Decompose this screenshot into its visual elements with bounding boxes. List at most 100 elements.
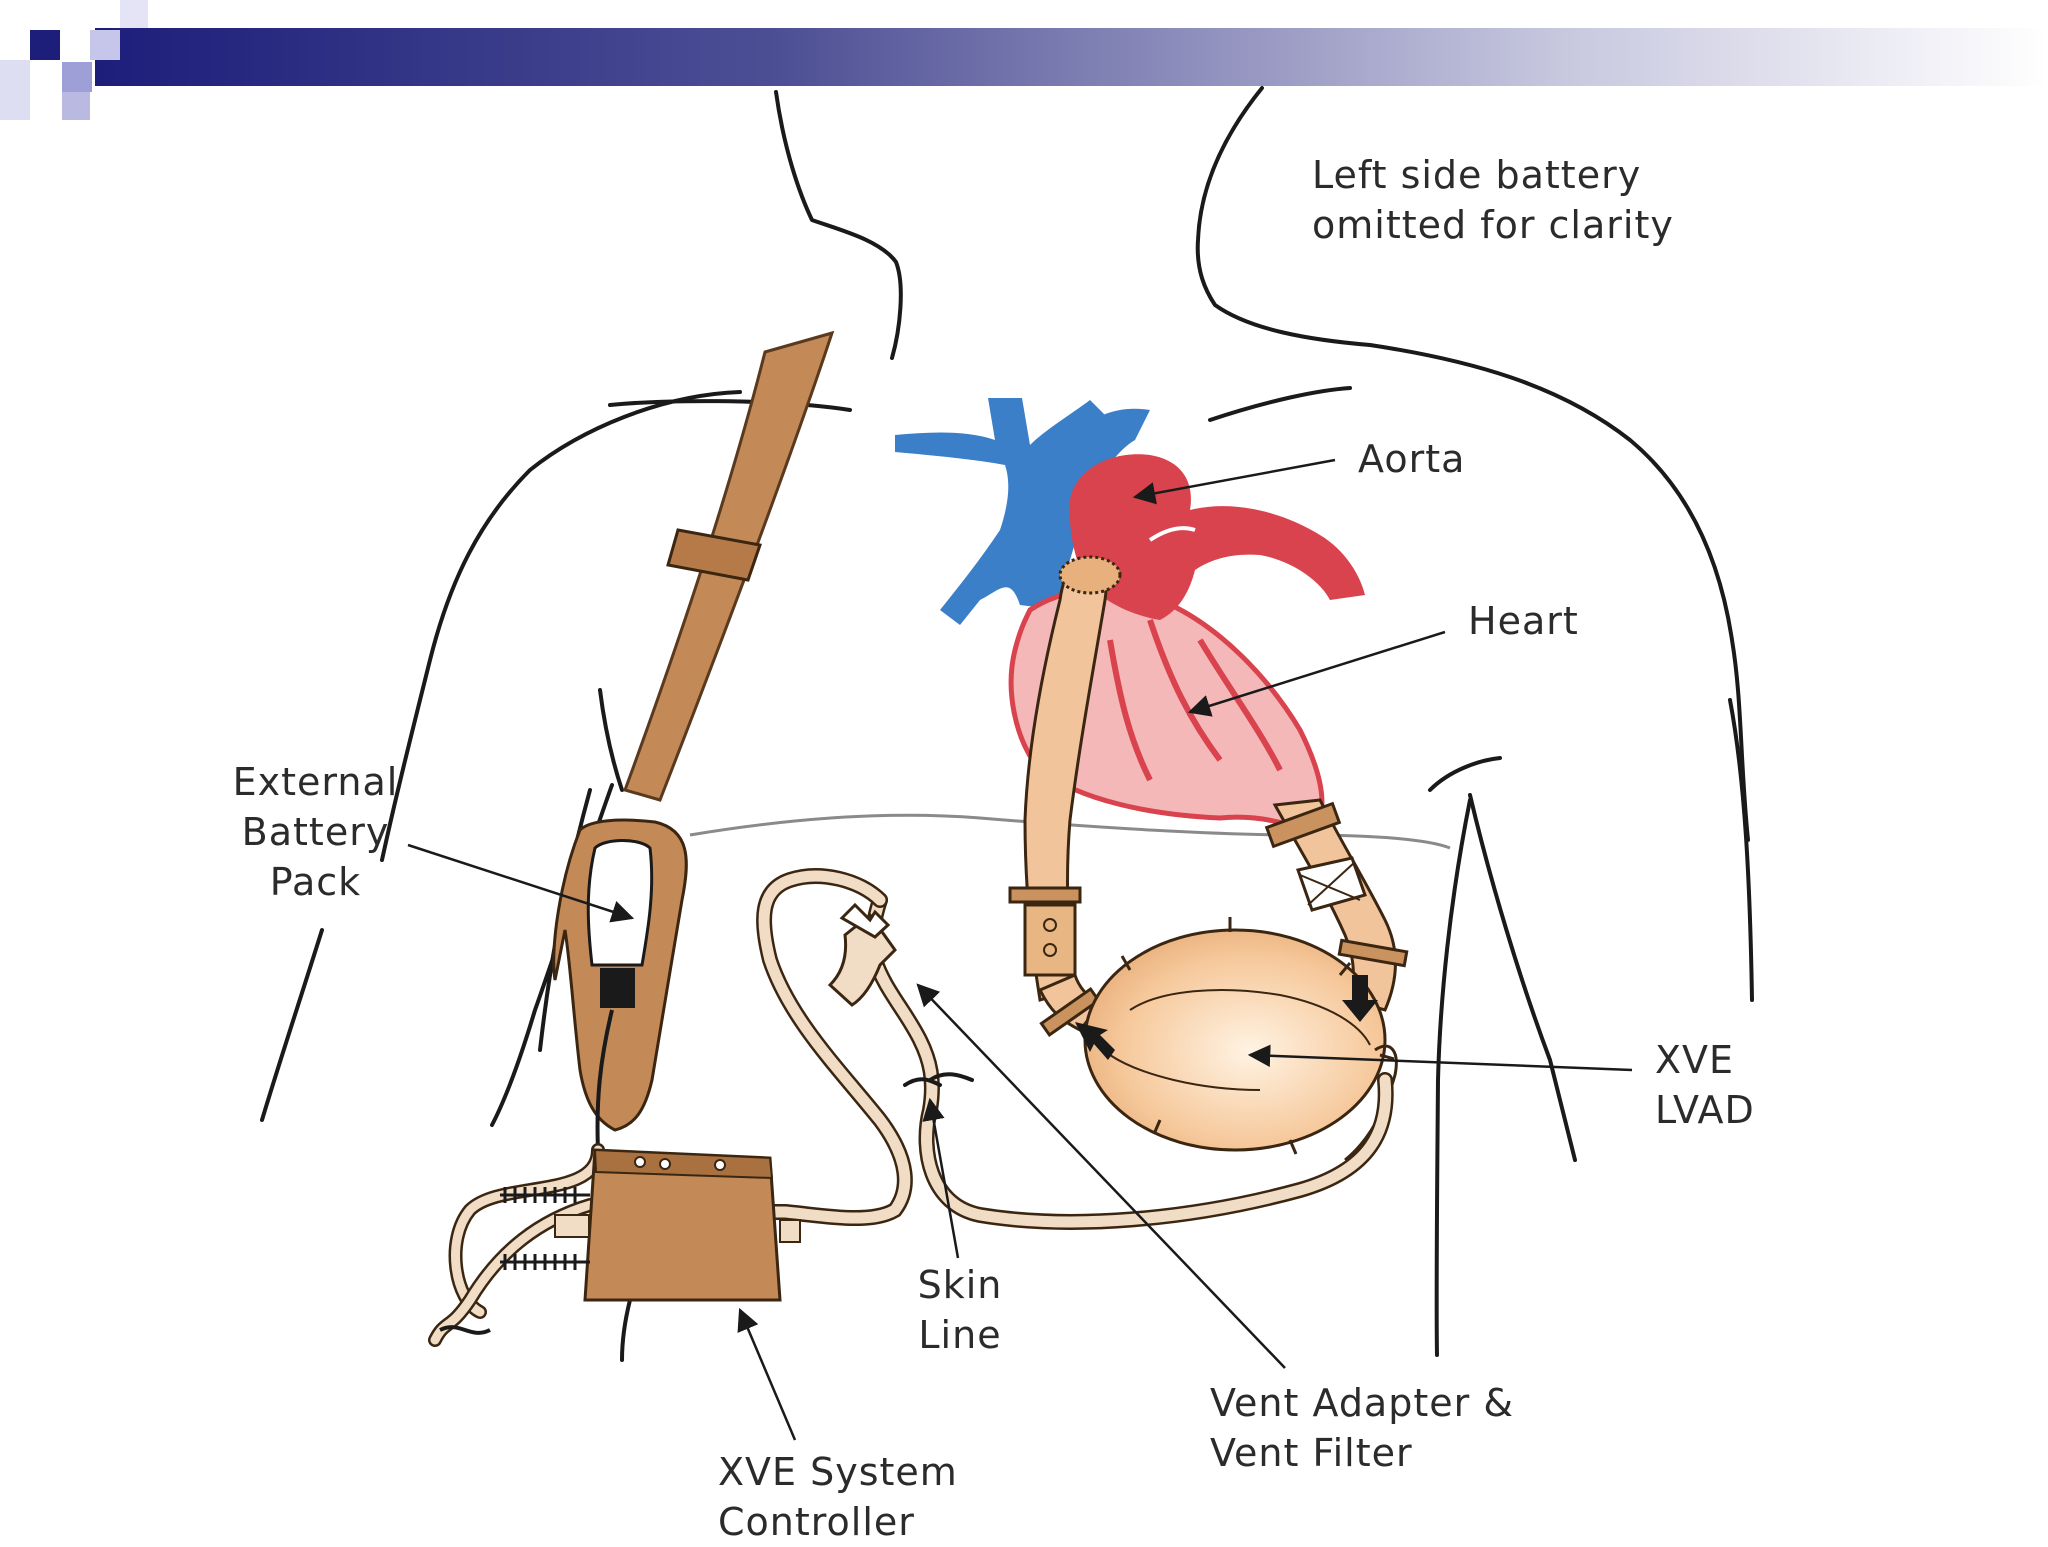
driveline-inner: [867, 894, 1392, 1228]
driveline: [428, 868, 1394, 1347]
inflow-valve-cross: [1299, 861, 1361, 906]
battery-label-line2: Battery: [241, 810, 390, 854]
aorta-arch: [1069, 454, 1365, 620]
clarity-note: Left side battery omitted for clarity: [1312, 150, 1674, 250]
vent-leader: [916, 983, 1286, 1369]
heart-leader: [1187, 630, 1446, 717]
graft-valve-housing: [1023, 903, 1077, 977]
header-square-light: [120, 0, 148, 28]
vent-adapter-body: [827, 912, 897, 1007]
controller-top: [593, 1148, 774, 1180]
skin-line-inner: [758, 870, 911, 1224]
aorta-branch: [1148, 526, 1196, 542]
graft-pump-band: [1039, 986, 1101, 1038]
pump-housing: [1083, 928, 1387, 1152]
battery-leader: [407, 843, 635, 923]
vent-label-line2: Vent Filter: [1210, 1431, 1413, 1475]
left-clavicle: [608, 399, 852, 412]
leader-lines: [407, 458, 1633, 1441]
pump-tabs: [1120, 917, 1395, 1155]
skin-line-label-line1: Skin: [917, 1263, 1003, 1307]
pump-inner-rim: [1129, 989, 1371, 1046]
battery-connector: [600, 968, 635, 1008]
skin-line-label: Skin Line: [905, 1260, 1015, 1360]
neck-left: [774, 90, 903, 360]
diaphragm-line: [689, 813, 1451, 850]
graft-valve-dot: [1043, 943, 1057, 957]
right-shoulder: [1368, 343, 1750, 842]
right-clavicle: [1208, 386, 1352, 422]
pump-driveline-port: [1344, 1044, 1398, 1162]
vent-adapter: [827, 902, 897, 1007]
outflow-graft: [1008, 555, 1122, 1038]
battery-label-line3: Pack: [269, 860, 362, 904]
battery-pack: [586, 839, 654, 967]
controller-spring-connector: [500, 1254, 590, 1270]
battery-label: External Battery Pack: [228, 757, 403, 907]
right-side-line: [1434, 798, 1472, 1357]
header-square-light: [90, 30, 120, 60]
skin-line-label-line2: Line: [918, 1313, 1002, 1357]
aorta-label: Aorta: [1358, 437, 1466, 481]
header-square-light: [62, 92, 90, 120]
header-gradient-bar: [95, 28, 2048, 86]
controller-knob: [779, 1219, 801, 1243]
controller-spring-connector: [500, 1187, 590, 1203]
battery-label-line1: External: [232, 760, 399, 804]
controller-button: [634, 1156, 646, 1168]
graft-sewing-ring: [1058, 555, 1122, 595]
pump-inner-rim: [1109, 1054, 1261, 1091]
neck-right: [1195, 86, 1372, 347]
right-arm: [1728, 698, 1754, 1002]
battery-to-controller-cable-inner: [451, 1145, 603, 1317]
vena-cava: [895, 398, 1150, 625]
lvad-label-line2: LVAD: [1655, 1088, 1755, 1132]
heart-label: Heart: [1468, 599, 1579, 643]
left-torso: [598, 688, 624, 792]
aorta-leader: [1132, 458, 1336, 505]
pump-flow-arrow-left: [1075, 1022, 1115, 1060]
header-square-light: [62, 62, 92, 92]
inflow-pump-band: [1337, 938, 1409, 968]
skin-line-leader: [922, 1097, 960, 1259]
controller-label-line2: Controller: [718, 1500, 915, 1544]
graft-valve-dot: [1043, 918, 1057, 932]
battery-cable: [595, 1009, 614, 1151]
controller-cable-end: [439, 1325, 491, 1335]
vent-label: Vent Adapter & Vent Filter: [1210, 1378, 1514, 1478]
clarity-note-line2: omitted for clarity: [1312, 203, 1674, 247]
system-controller: [439, 1148, 801, 1335]
body-outline: [260, 86, 1754, 1362]
controller-label: XVE System Controller: [718, 1447, 958, 1547]
vena-cava-shape: [895, 398, 1150, 625]
controller-button: [714, 1159, 726, 1171]
skin-break: [903, 1072, 974, 1087]
right-torso-lower: [1468, 793, 1577, 1162]
controller-button: [659, 1158, 671, 1170]
controller-knob: [554, 1214, 590, 1238]
left-shoulder: [380, 390, 742, 862]
left-lower-line: [620, 1298, 632, 1362]
slide-header: [0, 0, 2048, 120]
inflow-ring: [1264, 801, 1342, 849]
lvad-label-line1: XVE: [1655, 1038, 1735, 1082]
graft-connector-band: [1008, 886, 1082, 904]
pump-flow-arrow-down: [1342, 975, 1378, 1022]
vent-label-line1: Vent Adapter &: [1210, 1381, 1514, 1425]
heart-vessel-stripes: [1107, 619, 1283, 782]
strap-buckle: [666, 528, 762, 582]
header-square-light: [0, 60, 30, 120]
header-square-dark: [30, 30, 60, 60]
left-arm-lower: [260, 928, 324, 1122]
lvad-pump: [1075, 917, 1398, 1162]
controller-leader: [737, 1307, 797, 1441]
vent-filter: [839, 902, 891, 939]
inflow-cannula: [1264, 798, 1409, 1012]
lvad-label: XVE LVAD: [1655, 1035, 1755, 1135]
shoulder-strap: [552, 330, 835, 1151]
lvad-leader: [1247, 1044, 1633, 1072]
clarity-note-line1: Left side battery: [1312, 153, 1642, 197]
controller-label-line1: XVE System: [718, 1450, 958, 1494]
